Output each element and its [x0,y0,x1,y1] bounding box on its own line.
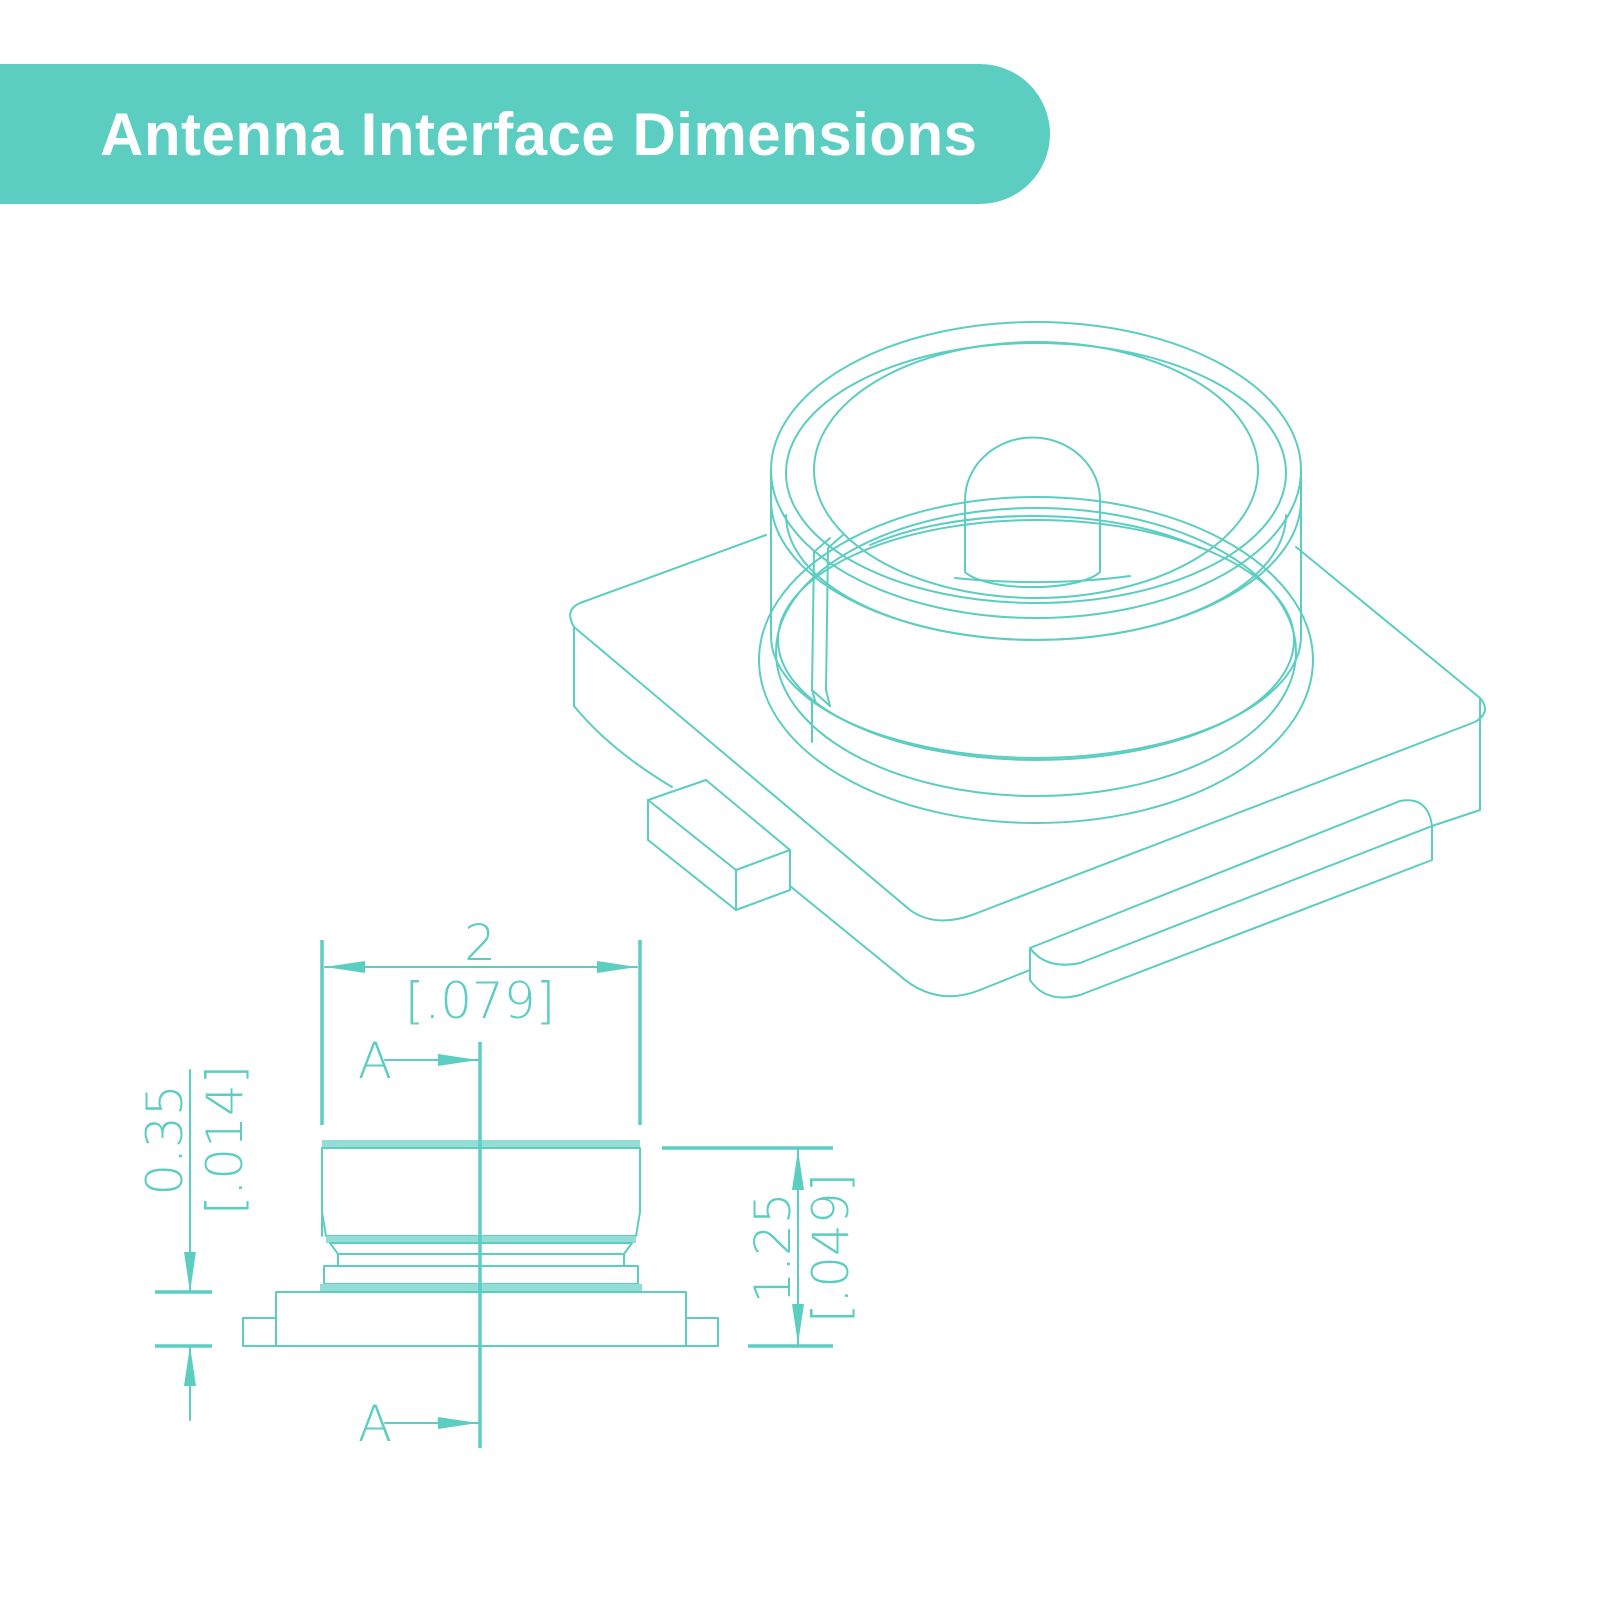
arrow-down-icon [792,1304,804,1344]
section-label-bottom: A [358,1395,392,1453]
base-inches: [.014] [196,1065,254,1215]
section-arrow-top-icon [438,1054,478,1066]
title-banner: Antenna Interface Dimensions [0,64,1050,204]
base-value: 0.35 [136,1084,194,1195]
arrow-up-icon [792,1150,804,1190]
arrow-down-base-icon [184,1252,196,1292]
arrow-right-icon [597,961,637,973]
isometric-connector [569,321,1486,999]
width-value: 2 [464,914,496,972]
arrow-left-icon [325,961,365,973]
section-arrow-bottom-icon [438,1417,478,1429]
arrow-up-base-icon [184,1346,196,1386]
page-title: Antenna Interface Dimensions [100,100,978,168]
section-label-top: A [358,1032,392,1090]
height-inches: [.049] [802,1173,860,1323]
side-view [155,940,833,1448]
width-inches: [.079] [405,972,555,1030]
height-value: 1.25 [744,1192,802,1303]
